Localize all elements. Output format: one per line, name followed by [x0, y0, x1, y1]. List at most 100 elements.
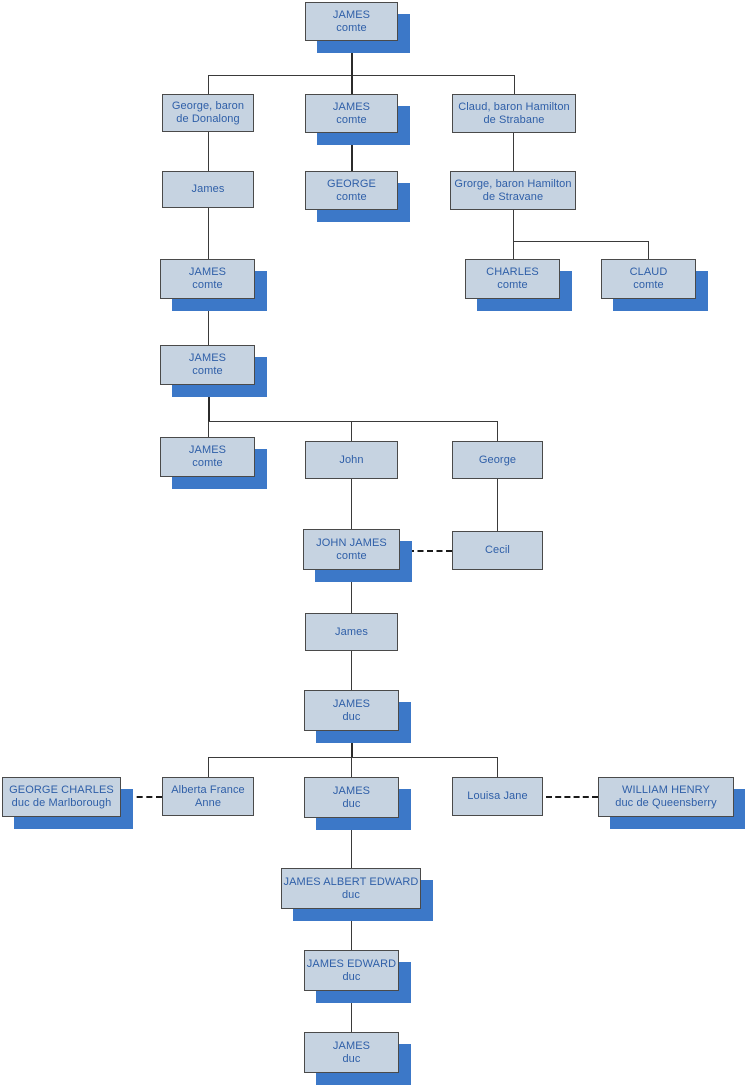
connector-line	[208, 299, 209, 345]
connector-line	[351, 570, 352, 613]
connector-line	[513, 241, 649, 242]
connector-line	[208, 421, 209, 437]
person-title: duc de Queensberry	[615, 797, 717, 809]
person-title: duc	[342, 1052, 361, 1065]
person-name: JAMES EDWARD	[306, 957, 397, 970]
connector-line	[351, 133, 353, 171]
person-name: WILLIAM HENRY	[622, 784, 710, 796]
connector-line	[497, 479, 498, 531]
connector-line	[351, 757, 352, 777]
connector-line	[208, 208, 209, 259]
person-title: comte	[192, 457, 223, 469]
connector-line	[208, 75, 209, 94]
connector-line	[513, 241, 514, 259]
person-name: Alberta France	[171, 783, 245, 796]
connector-line	[351, 991, 352, 1032]
person-title: comte	[497, 279, 528, 291]
person-name: GEORGE	[327, 177, 376, 190]
person-title: duc	[341, 888, 361, 901]
person-name: JAMES	[188, 266, 227, 278]
person-title: comte	[192, 279, 223, 291]
person-title: de Stravane	[482, 190, 544, 203]
connector-line	[208, 757, 498, 758]
person-title: duc	[342, 710, 361, 723]
connector-line	[351, 41, 353, 75]
person-title: comte	[633, 279, 664, 291]
connector-line	[351, 909, 352, 950]
connector-line	[351, 479, 352, 529]
person-name: JAMES	[188, 444, 227, 456]
person-title: comte	[336, 549, 367, 562]
connector-line	[497, 421, 498, 441]
person-name: JAMES	[332, 1039, 371, 1052]
person-title: de Donalong	[176, 113, 240, 125]
connector-line	[208, 421, 498, 422]
person-name: JAMES ALBERT EDWARD	[283, 875, 419, 888]
marriage-link	[546, 796, 598, 798]
person-node[interactable]: John	[305, 441, 398, 479]
person-name: JAMES	[188, 352, 227, 364]
connector-line	[513, 210, 514, 241]
person-title: duc de Marlborough	[11, 797, 112, 809]
person-title: duc	[342, 970, 361, 983]
marriage-link	[127, 796, 162, 798]
person-name: GEORGE CHARLES	[9, 784, 114, 796]
connector-line	[208, 385, 210, 421]
connector-line	[208, 75, 515, 76]
person-node[interactable]: James	[305, 613, 398, 651]
person-node[interactable]: James	[162, 171, 254, 208]
connector-line	[514, 75, 515, 94]
person-name: George	[478, 453, 517, 466]
person-node[interactable]: George	[452, 441, 543, 479]
connector-line	[351, 75, 353, 94]
person-name: James	[191, 183, 225, 195]
person-name: JAMES	[332, 100, 371, 113]
person-name: JOHN JAMES	[316, 536, 387, 549]
person-title: duc	[342, 797, 361, 810]
person-title: Anne	[194, 796, 222, 809]
marriage-link	[408, 550, 452, 552]
person-name: Claud, baron Hamilton	[458, 100, 570, 113]
connector-line	[351, 731, 353, 757]
connector-line	[208, 132, 209, 171]
person-name: JAMES	[332, 784, 371, 797]
connector-line	[351, 421, 352, 441]
person-name: Cecil	[485, 544, 510, 556]
person-node[interactable]: Cecil	[452, 531, 543, 570]
connector-line	[208, 757, 209, 777]
person-node[interactable]: Louisa Jane	[452, 777, 543, 816]
person-name: Louisa Jane	[467, 790, 528, 802]
connector-line	[648, 241, 649, 259]
person-name: CLAUD	[629, 266, 668, 278]
connector-line	[497, 757, 498, 777]
person-title: comte	[336, 21, 367, 34]
person-name: Grorge, baron Hamilton	[454, 177, 572, 190]
person-name: George, baron	[171, 100, 245, 112]
person-name: James	[335, 625, 368, 638]
person-title: comte	[336, 113, 367, 126]
person-name: CHARLES	[486, 266, 539, 278]
person-title: comte	[336, 190, 367, 203]
person-title: comte	[192, 365, 223, 377]
